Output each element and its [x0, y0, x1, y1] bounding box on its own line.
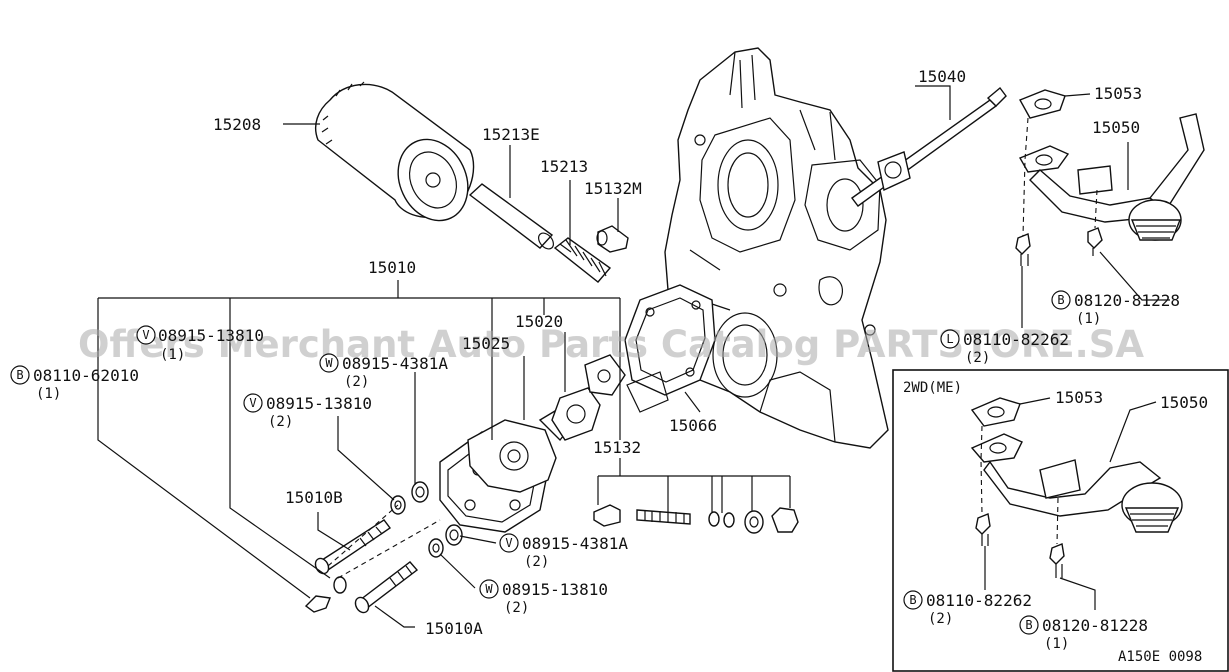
oil-filter [314, 81, 475, 222]
label-15025: 15025 [462, 334, 510, 353]
label-15053: 15053 [1094, 84, 1142, 103]
svg-text:08110-62010: 08110-62010 [33, 366, 139, 385]
svg-text:(2): (2) [524, 554, 549, 570]
engine-front-cover [664, 47, 889, 449]
diagram-code: A150E 0098 [1118, 649, 1202, 665]
callout-w-08915-13810-bottom: W 08915-13810 (2) [479, 579, 608, 616]
label-15053-inset: 15053 [1055, 388, 1103, 407]
inset-title: 2WD(ME) [903, 380, 962, 396]
svg-text:(1): (1) [1076, 311, 1101, 327]
label-15132M: 15132M [584, 179, 642, 198]
label-15050: 15050 [1092, 118, 1140, 137]
svg-text:08915-4381A: 08915-4381A [522, 534, 628, 553]
svg-text:08915-13810: 08915-13810 [266, 394, 372, 413]
svg-text:08110-82262: 08110-82262 [926, 591, 1032, 610]
svg-text:(2): (2) [268, 414, 293, 430]
svg-text:(1): (1) [1044, 636, 1069, 652]
svg-text:(1): (1) [36, 386, 61, 402]
svg-text:W: W [325, 356, 333, 370]
svg-text:V: V [249, 396, 256, 410]
label-15213: 15213 [540, 157, 588, 176]
plug-15132M [596, 225, 629, 253]
svg-text:08915-13810: 08915-13810 [158, 326, 264, 345]
svg-text:B: B [16, 368, 23, 382]
callout-v-08915-4381A-bottom: V 08915-4381A (2) [499, 533, 628, 570]
svg-text:08120-81228: 08120-81228 [1074, 291, 1180, 310]
label-15050-inset: 15050 [1160, 393, 1208, 412]
part-labels: 15208 15213E 15213 15132M 15010 15020 15… [213, 67, 1208, 665]
relief-valve-parts-15132 [593, 504, 799, 534]
inset-strainer [970, 397, 1183, 533]
callout-b-08110-82262-inset: B 08110-82262 (2) [903, 590, 1032, 627]
svg-text:(2): (2) [965, 350, 990, 366]
callout-l-08110-82262-top: L 08110-82262 (2) [940, 329, 1069, 366]
dipstick-15040 [851, 86, 1007, 207]
oil-strainer-15050 [1018, 89, 1205, 241]
bolt-15010A [354, 561, 419, 614]
relief-spring-15213 [553, 237, 612, 283]
callout-w-08915-4381A-top: W 08915-4381A (2) [319, 353, 448, 390]
label-15132: 15132 [593, 438, 641, 457]
callout-v-08915-13810-mid: V 08915-13810 (2) [243, 393, 372, 430]
svg-text:08915-13810: 08915-13810 [502, 580, 608, 599]
bolt-08110-62010 [304, 595, 331, 613]
svg-text:B: B [1057, 293, 1064, 307]
svg-text:W: W [485, 582, 493, 596]
gasket-15066 [624, 284, 716, 396]
callout-b-08110-62010: B 08110-62010 (1) [10, 365, 139, 402]
watermark: Offers Merchant Auto Parts Catalog PARTS… [78, 323, 1144, 366]
oil-pump-assembly [439, 354, 669, 533]
svg-text:B: B [1025, 618, 1032, 632]
inset-frame [892, 369, 1229, 672]
callout-b-08120-81228-top: B 08120-81228 (1) [1051, 290, 1180, 327]
svg-text:B: B [909, 593, 916, 607]
leader-lines [97, 85, 1170, 628]
label-15040: 15040 [918, 67, 966, 86]
label-15010A: 15010A [425, 619, 483, 638]
label-15066: 15066 [669, 416, 717, 435]
svg-text:08120-81228: 08120-81228 [1042, 616, 1148, 635]
svg-text:(2): (2) [504, 600, 529, 616]
callout-v-08915-13810-top: V 08915-13810 (1) [136, 325, 264, 363]
label-15213E: 15213E [482, 125, 540, 144]
bolt-15010B [314, 519, 392, 575]
svg-text:L: L [946, 332, 953, 346]
strainer-bolts [1015, 227, 1103, 266]
inset-bolts [975, 513, 1065, 578]
threaded-stud-15213E [468, 183, 554, 250]
svg-text:08110-82262: 08110-82262 [963, 330, 1069, 349]
fastener-callouts: V 08915-13810 (1) B 08110-62010 (1) W 08… [10, 290, 1180, 652]
svg-text:V: V [505, 536, 512, 550]
label-15010: 15010 [368, 258, 416, 277]
washers [333, 481, 463, 594]
svg-text:V: V [142, 328, 149, 342]
label-15010B: 15010B [285, 488, 343, 507]
label-15208: 15208 [213, 115, 261, 134]
label-15020: 15020 [515, 312, 563, 331]
svg-text:(2): (2) [344, 374, 369, 390]
svg-text:(2): (2) [928, 611, 953, 627]
callout-b-08120-81228-inset: B 08120-81228 (1) [1019, 615, 1148, 652]
svg-text:08915-4381A: 08915-4381A [342, 354, 448, 373]
svg-text:(1): (1) [160, 347, 185, 363]
